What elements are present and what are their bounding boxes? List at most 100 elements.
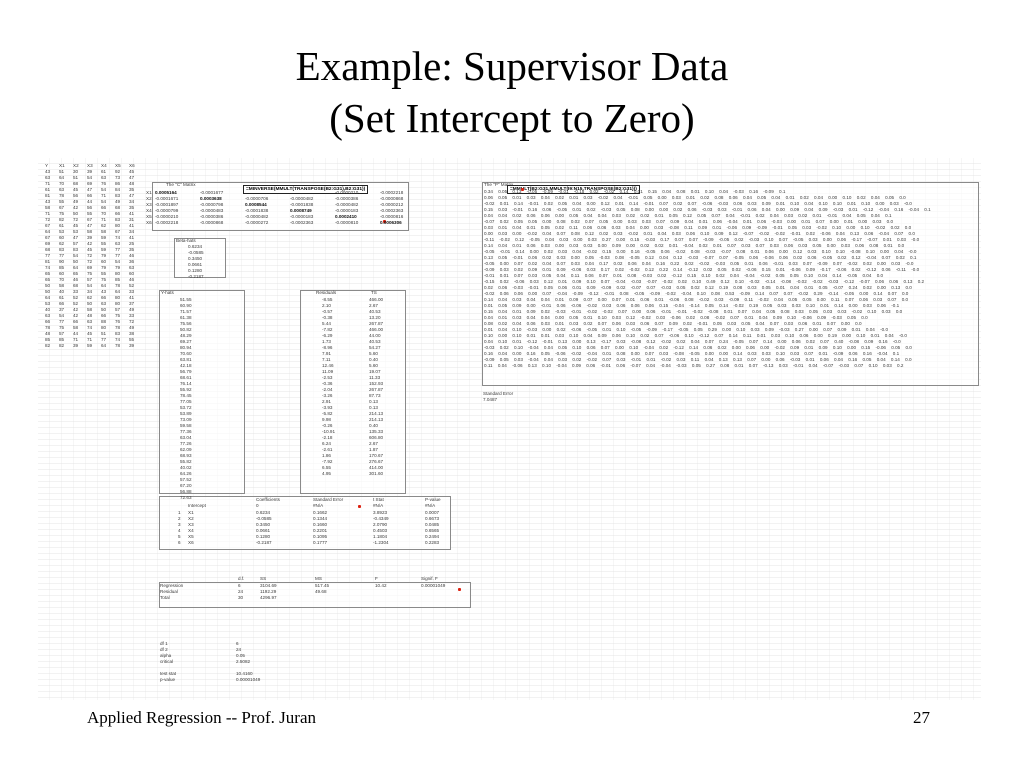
coef-cell: X3	[188, 522, 194, 527]
coef-cell: 3	[178, 522, 181, 527]
c-matrix-formula[interactable]: =MINVERSE(MMULT(TRANSPOSE(B2:G31),B2:G31…	[243, 185, 369, 194]
raw-data-cell: 74	[87, 325, 93, 330]
coef-cell: 4	[178, 528, 181, 533]
p-matrix-row: 0.14 0.04 0.01 0.06 0.03 0.00 0.03 0.03 …	[484, 243, 905, 248]
raw-data-cell: 81	[45, 259, 51, 264]
raw-data-cell: 45	[87, 331, 93, 336]
raw-data-cell: 75	[115, 313, 121, 318]
p-matrix-formula[interactable]: =MMULT(B2:G31,MMULT(I9:N15,TRANSPOSE(B2:…	[507, 185, 640, 194]
footer-course-label: Applied Regression -- Prof. Juran	[87, 708, 316, 727]
raw-data-cell: 34	[129, 199, 135, 204]
anova-box	[159, 582, 471, 608]
selection-marker	[358, 505, 361, 508]
raw-data-cell: 80	[115, 223, 121, 228]
raw-data-cell: 47	[87, 223, 93, 228]
raw-data-cell: 76	[115, 319, 121, 324]
tss-value: 214.13	[369, 411, 384, 416]
coef-cell: 1	[178, 510, 181, 515]
raw-data-cell: 77	[101, 337, 107, 342]
raw-data-cell: 82	[59, 343, 65, 348]
coef-cell: 0.6565	[425, 528, 440, 533]
residual-value: 6.55	[322, 465, 331, 470]
c-matrix-cell: -0.0001897	[155, 202, 179, 207]
p-matrix-row: -0.01 0.01 0.07 0.03 0.05 0.04 0.11 0.06…	[484, 273, 884, 278]
c-matrix-cell: -0.0000386	[335, 196, 359, 201]
p-matrix-row: 0.04 0.04 0.02 0.06 0.06 0.00 0.05 0.04 …	[484, 213, 892, 218]
coef-cell: 0.4503	[373, 528, 388, 533]
raw-data-cell: 68	[115, 205, 121, 210]
tss-value: 267.87	[369, 321, 384, 326]
y-hat-value: 50.82	[180, 327, 192, 332]
p-matrix-row: 0.15 0.03 -0.01 0.16 0.06 -0.05 0.01 0.0…	[484, 207, 931, 212]
raw-data-cell: 85	[45, 337, 51, 342]
tss-value: 414.00	[369, 465, 384, 470]
f-test-label: p-value	[160, 677, 176, 682]
raw-data-cell: 61	[59, 295, 65, 300]
c-matrix-cell: -0.0000183	[335, 208, 359, 213]
raw-data-cell: 84	[115, 187, 121, 192]
c-matrix-cell: -0.0000482	[335, 202, 359, 207]
beta-hat-value: -0.0585	[188, 250, 204, 255]
c-matrix-cell: -0.0000386	[200, 214, 224, 219]
raw-data-cell: 77	[59, 319, 65, 324]
coef-header: Coefficients	[256, 497, 280, 502]
p-matrix-row: 0.02 0.06 -0.03 -0.01 0.05 0.06 0.01 0.0…	[484, 285, 912, 290]
y-hat-value: 63.81	[180, 357, 192, 362]
tss-value: 40.53	[369, 309, 381, 314]
y-hat-value: 68.61	[180, 375, 192, 380]
y-hat-value: 72.63	[180, 495, 192, 500]
raw-data-cell: 83	[115, 193, 121, 198]
raw-data-cell: 77	[115, 253, 121, 258]
c-matrix-cell: -0.0002363	[380, 208, 404, 213]
raw-data-cell: 47	[87, 187, 93, 192]
raw-data-cell: 48	[129, 181, 135, 186]
y-hat-value: 76.14	[180, 381, 192, 386]
y-hat-value: 77.36	[180, 429, 192, 434]
raw-data-cell: 42	[73, 313, 79, 318]
coef-header: P-value	[425, 497, 441, 502]
raw-data-cell: 56	[73, 193, 79, 198]
tss-value: 87.73	[369, 393, 381, 398]
c-matrix-cell: -0.0000210	[335, 190, 359, 195]
y-hat-value: 62.09	[180, 447, 192, 452]
raw-data-cell: 82	[45, 343, 51, 348]
residual-value: 1.73	[322, 339, 331, 344]
raw-data-cell: 53	[59, 229, 65, 234]
coef-cell: 0.6234	[256, 510, 271, 515]
tss-value: 214.13	[369, 417, 384, 422]
raw-data-cell: 66	[73, 319, 79, 324]
p-matrix-row: -0.03 0.02 0.10 -0.04 0.04 0.05 0.10 0.0…	[484, 345, 912, 350]
raw-data-cell: 54	[73, 253, 79, 258]
c-matrix-cell: -0.0000868	[380, 196, 404, 201]
tss-value: 40.53	[369, 339, 381, 344]
p-matrix-row: -0.02 0.06 0.06 0.00 0.07 -0.04 -0.09 -0…	[484, 291, 909, 296]
residuals-label: Residuals	[316, 290, 337, 295]
raw-data-cell: 63	[45, 313, 51, 318]
raw-data-cell: 55	[59, 199, 65, 204]
raw-data-cell: 75	[59, 211, 65, 216]
raw-data-header: X5	[115, 163, 121, 168]
raw-data-cell: 63	[115, 241, 121, 246]
raw-data-cell: 54	[59, 313, 65, 318]
raw-data-cell: 55	[129, 337, 135, 342]
anova-cell: 10.42	[375, 583, 387, 588]
coef-cell: 0.1777	[313, 540, 328, 545]
raw-data-cell: 36	[129, 259, 135, 264]
anova-cell: Total	[160, 595, 170, 600]
c-matrix-cell: 0.0005164	[155, 190, 177, 195]
beta-hat-value: 0.0661	[188, 262, 203, 267]
residual-value: 9.98	[322, 417, 331, 422]
f-test-value: 0.05	[236, 653, 245, 658]
coef-cell: 0.1095	[313, 534, 328, 539]
raw-data-cell: 64	[101, 343, 107, 348]
y-hat-value: 56.88	[180, 489, 192, 494]
std-error-value: 7.0487	[483, 397, 498, 402]
tss-value: 466.00	[369, 297, 384, 302]
raw-data-cell: 35	[129, 205, 135, 210]
raw-data-cell: 57	[59, 331, 65, 336]
raw-data-cell: 58	[101, 229, 107, 234]
c-matrix-cell: 0.0002410	[335, 214, 357, 219]
raw-data-cell: 71	[87, 337, 93, 342]
raw-data-cell: 48	[45, 331, 51, 336]
raw-data-cell: 53	[45, 301, 51, 306]
